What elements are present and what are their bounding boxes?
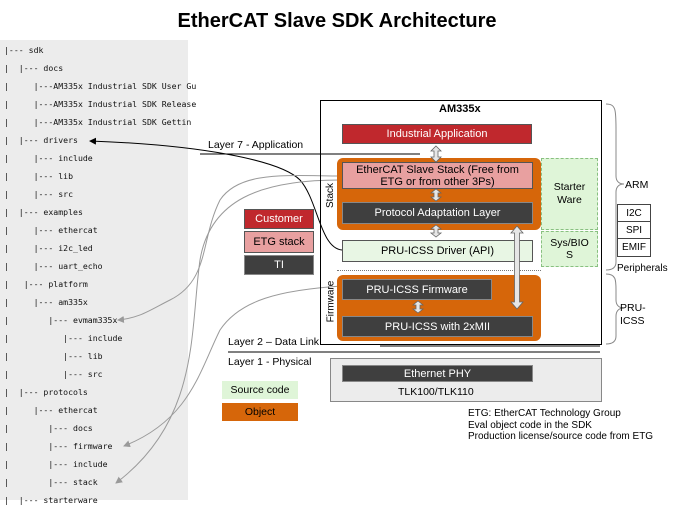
pru-driver-label: PRU-ICSS Driver (API)	[380, 245, 495, 257]
peripheral-spi: SPI	[618, 222, 650, 239]
tree-line: | |--- lib	[4, 351, 103, 361]
tree-line: | |--- docs	[4, 423, 93, 433]
tree-line: | |--- include	[4, 459, 108, 469]
drivers-arrow	[89, 137, 343, 251]
am335x-chip-outline	[320, 100, 602, 345]
arm-label: ARM	[625, 179, 649, 191]
legend-object: Object	[222, 403, 298, 421]
pru-icss-text: PRU- ICSS	[620, 302, 646, 327]
sysbios-label: Sys/BIO S	[550, 237, 589, 261]
note-eval: Eval object code in the SDK	[468, 419, 592, 431]
tree-line: | |--- stack	[4, 477, 98, 487]
pru-icss-label: PRU- ICSS	[620, 302, 654, 328]
chip-label: AM335x	[439, 103, 481, 115]
separator	[337, 270, 541, 271]
protocol-adaptation-box: Protocol Adaptation Layer	[342, 202, 533, 224]
tree-line: | |--- firmware	[4, 441, 113, 451]
tree-line: | |--- evmam335x	[4, 315, 118, 325]
peripheral-i2c: I2C	[618, 205, 650, 222]
tree-line: | |--- uart_echo	[4, 261, 103, 271]
tree-line: | |--- ethercat	[4, 225, 98, 235]
industrial-application-box: Industrial Application	[342, 124, 532, 144]
tree-line: | |--- protocols	[4, 387, 88, 397]
tree-line: | |--- include	[4, 153, 93, 163]
tree-line: | |--- ethercat	[4, 405, 98, 415]
ethernet-phy-box: Ethernet PHY	[342, 365, 533, 382]
ethercat-slave-stack-box: EtherCAT Slave Stack (Free from ETG or f…	[342, 162, 533, 189]
notes: ETG: EtherCAT Technology Group Eval obje…	[468, 408, 653, 443]
legend-ti: TI	[244, 255, 314, 275]
note-production: Production license/source code from ETG	[468, 431, 654, 442]
tree-line: | |---AM335x Industrial SDK Release	[4, 99, 197, 109]
tree-line: | |--- starterware	[4, 495, 98, 505]
platform-arrow	[117, 175, 343, 323]
sdk-directory-tree: |--- sdk | |--- docs | |---AM335x Industri…	[0, 40, 196, 505]
tree-line: | |--- am335x	[4, 297, 88, 307]
legend-etg-stack: ETG stack	[244, 231, 314, 253]
legend-source-code: Source code	[222, 381, 298, 399]
tree-line: | |--- lib	[4, 171, 74, 181]
tree-line: | |--- examples	[4, 207, 83, 217]
tree-line: | |--- docs	[4, 63, 64, 73]
peripherals-label: Peripherals	[617, 263, 668, 274]
firmware-arrow	[123, 285, 343, 448]
layer1-label: Layer 1 - Physical	[228, 356, 312, 368]
sysbios-box: Sys/BIO S	[541, 231, 598, 267]
pru-firmware-box: PRU-ICSS Firmware	[342, 279, 492, 300]
pru-driver-box: PRU-ICSS Driver (API)	[342, 240, 533, 262]
pru-2xmii-box: PRU-ICSS with 2xMII	[342, 316, 533, 337]
tree-line: | |---AM335x Industrial SDK User Gu	[4, 81, 197, 91]
peripheral-emif: EMIF	[622, 242, 646, 253]
tree-line: | |--- platform	[4, 279, 88, 289]
legend-customer: Customer	[244, 209, 314, 229]
tree-line: | |--- src	[4, 369, 103, 379]
starterware-label: Starter Ware	[553, 181, 586, 206]
tlk-label: TLK100/TLK110	[398, 386, 474, 398]
stack-arrow	[115, 179, 341, 484]
tree-line: |--- sdk	[4, 45, 44, 55]
peripherals-list: I2C SPI EMIF	[617, 204, 651, 257]
layer2-label: Layer 2 – Data Link	[228, 336, 320, 348]
tree-line: | |--- include	[4, 333, 123, 343]
page-title: EtherCAT Slave SDK Architecture	[177, 10, 497, 32]
layer7-label: Layer 7 - Application	[208, 139, 304, 151]
tree-line: | |---AM335x Industrial SDK Gettin	[4, 117, 192, 127]
starterware-box: Starter Ware	[541, 158, 598, 230]
tree-line: | |--- i2c_led	[4, 243, 93, 253]
note-etg: ETG: EtherCAT Technology Group	[468, 408, 621, 419]
tree-line: | |--- drivers	[4, 135, 78, 145]
tree-line: | |--- src	[4, 189, 74, 199]
